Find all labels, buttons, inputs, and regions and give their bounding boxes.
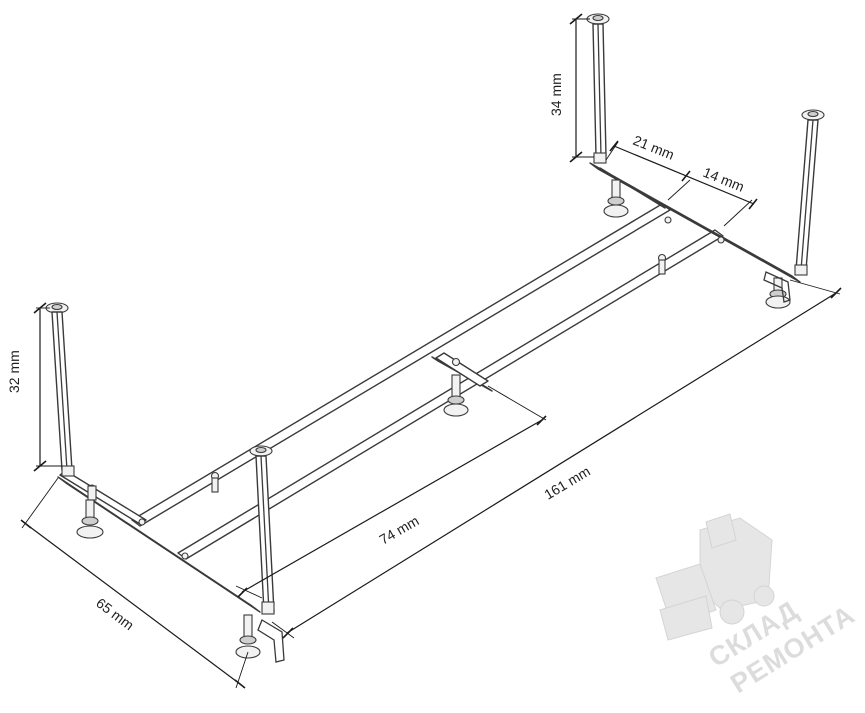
long-rails — [57, 162, 801, 613]
label-rear-offset-a: 21 mm — [631, 132, 677, 163]
label-width: 65 mm — [93, 595, 137, 634]
label-rear-offset-b: 14 mm — [701, 164, 747, 195]
dimension-rear-leg: 34 mm — [548, 13, 594, 163]
forklift-icon — [655, 513, 775, 641]
leg-rear-right — [794, 109, 825, 276]
leg-rear-left — [586, 13, 610, 164]
label-length: 161 mm — [541, 463, 593, 503]
feet — [76, 179, 791, 659]
dimension-rear-offsets: 21 mm 14 mm — [605, 132, 758, 227]
leg-front-right — [249, 445, 275, 615]
leg-front-left — [45, 302, 75, 477]
rail-bolts — [87, 216, 725, 560]
label-rear-leg: 34 mm — [548, 73, 564, 116]
label-crossbar: 74 mm — [377, 512, 422, 547]
corner-brackets — [257, 271, 791, 663]
dimension-front-leg: 32 mm — [6, 302, 62, 472]
watermark-logo: СКЛАД РЕМОНТА — [655, 513, 860, 699]
label-front-leg: 32 mm — [6, 350, 22, 393]
dimension-width: 65 mm — [20, 477, 249, 689]
